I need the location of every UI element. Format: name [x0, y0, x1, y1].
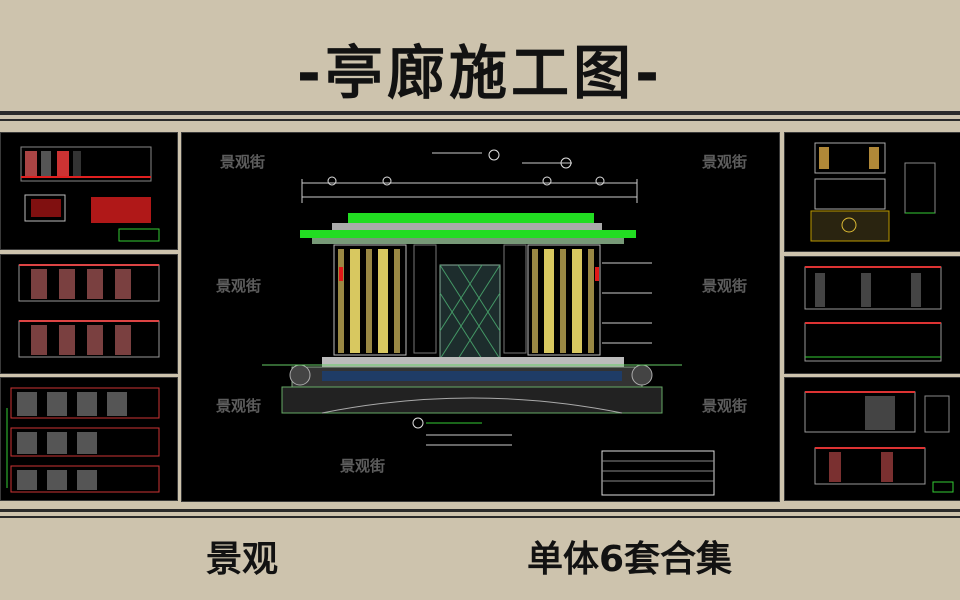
thumbnail-left-1[interactable]: [0, 132, 178, 250]
watermark: 景观街: [702, 153, 748, 171]
watermark: 景观街: [702, 397, 748, 415]
main-elevation-drawing[interactable]: 景观街 景观街 景观街 景观街 景观街 景观街 景观街: [181, 132, 780, 502]
thumbnail-left-2[interactable]: [0, 254, 178, 374]
thumbnail-right-3[interactable]: [784, 377, 960, 501]
page-title: -亭廊施工图-: [296, 39, 664, 107]
footer-collection-label: 单体6套合集: [527, 539, 733, 580]
watermark: 景观街: [216, 397, 262, 415]
footer-divider-thick: [0, 509, 960, 512]
thumbnail-right-2[interactable]: [784, 256, 960, 374]
footer-divider-thin: [0, 516, 960, 518]
watermark: 景观街: [340, 457, 386, 475]
thumbnail-right-1[interactable]: [784, 132, 960, 252]
watermark: 景观街: [702, 277, 748, 295]
title-divider-thin: [0, 119, 960, 121]
title-divider-thick: [0, 111, 960, 115]
watermark: 景观街: [220, 153, 266, 171]
watermark: 景观街: [216, 277, 262, 295]
thumbnail-left-3[interactable]: [0, 377, 178, 501]
footer-category-label: 景观: [206, 539, 279, 580]
